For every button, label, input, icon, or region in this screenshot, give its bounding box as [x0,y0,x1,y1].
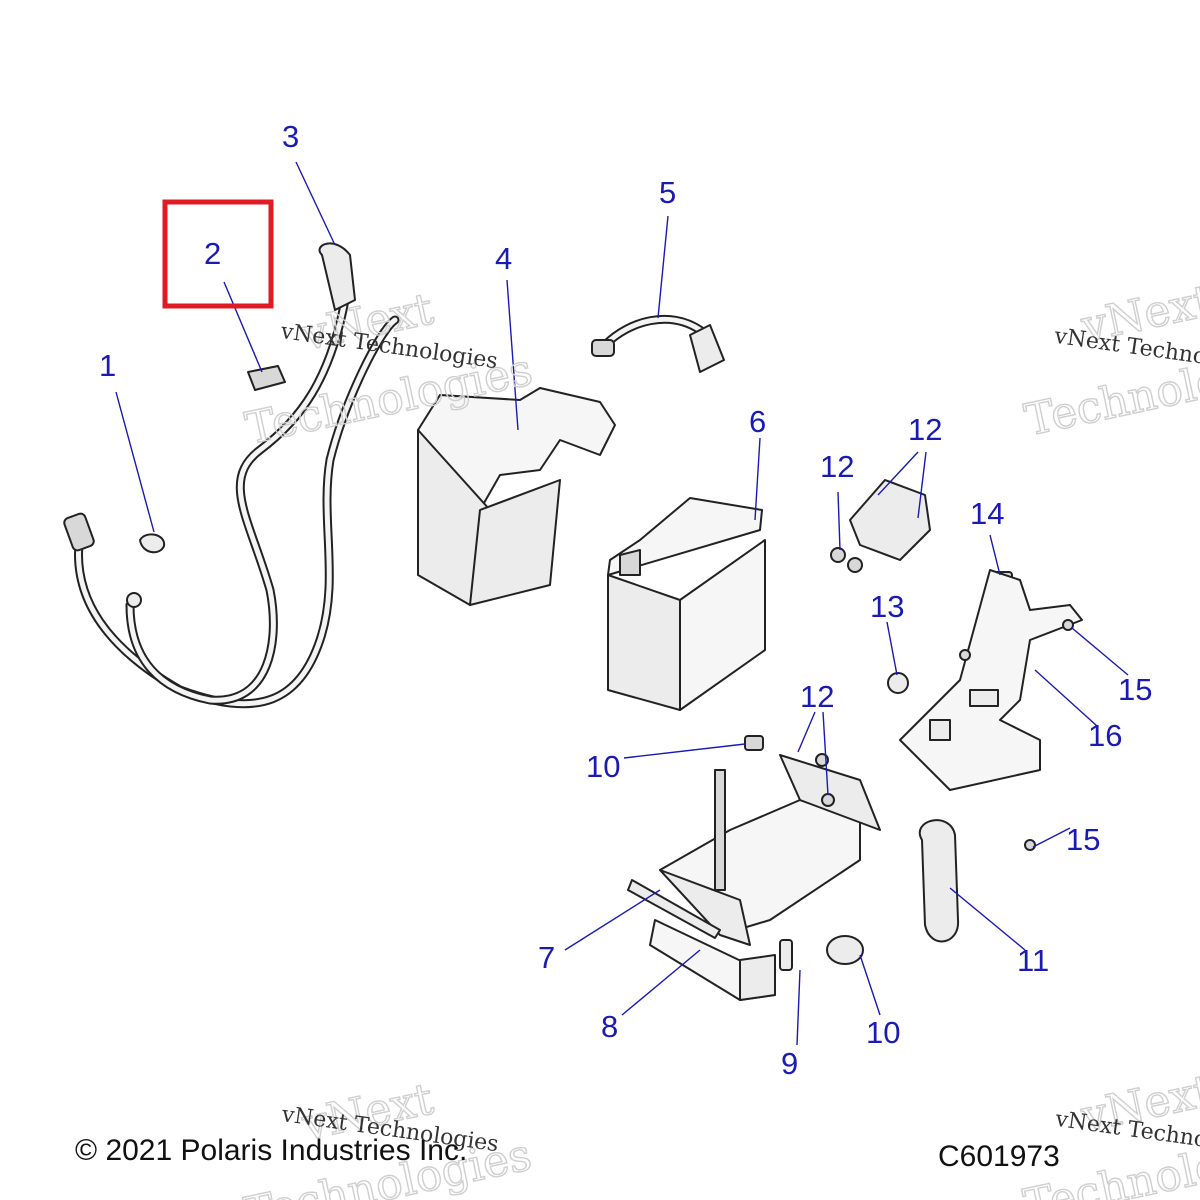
callout-2: 2 [204,236,221,271]
diagram-code: C601973 [938,1140,1060,1173]
callout-5: 5 [659,175,676,210]
callout-9: 9 [781,1046,798,1081]
callout-4: 4 [495,241,512,276]
leader-lines [115,161,1129,1046]
callout-1: 1 [99,348,116,383]
starter-solenoid [830,479,931,573]
callouts: 1 2 3 4 5 6 7 8 9 10 10 11 12 12 12 13 1… [99,119,1152,1081]
callout-8: 8 [601,1009,618,1044]
callout-13: 13 [870,589,904,624]
highlight-box [162,199,274,309]
mounting-bracket [899,569,1083,791]
copyright-text: © 2021 Polaris Industries Inc. [75,1134,468,1167]
callout-10-lower: 10 [866,1015,900,1050]
callout-6: 6 [749,404,766,439]
callout-12-lower: 12 [800,679,834,714]
callout-10-upper: 10 [586,749,620,784]
callout-15-upper: 15 [1118,672,1152,707]
callout-12-top: 12 [908,412,942,447]
terminal-boot [591,314,725,373]
battery-cable-assembly [63,242,400,709]
callout-3: 3 [282,119,299,154]
battery-strap [918,819,960,943]
callout-7: 7 [538,940,555,975]
battery-tray [627,754,881,946]
callout-15-lower: 15 [1066,822,1100,857]
battery [607,497,766,711]
fasteners [744,619,1074,971]
callout-16: 16 [1088,718,1122,753]
callout-12-left: 12 [820,449,854,484]
callout-14: 14 [970,496,1004,531]
lower-tray [649,919,776,1001]
battery-cover [417,387,616,606]
callout-11: 11 [1017,943,1049,978]
